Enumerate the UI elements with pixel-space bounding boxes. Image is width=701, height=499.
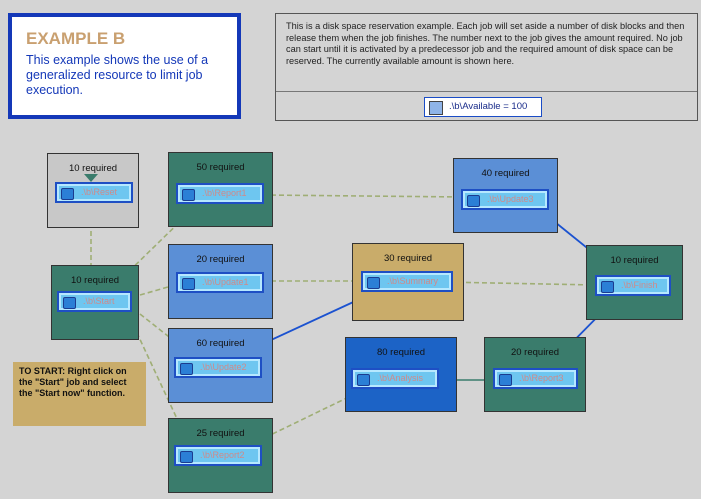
link-summary-finish [441,281,597,286]
job-label: .\b\Update3 [487,194,534,204]
job-summary[interactable]: .\b\Summary [361,271,453,292]
example-description: This example shows the use of a generali… [26,53,209,97]
job-label: .\b\Report3 [519,373,564,383]
job-analysis[interactable]: .\b\Analysis [351,368,439,389]
job-group-report2: 25 required .\b\Report2 [168,418,273,493]
job-report3[interactable]: .\b\Report3 [493,368,578,389]
required-label: 20 required [510,347,560,358]
available-resource[interactable]: .\b\Available = 100 [424,97,542,117]
info-panel: This is a disk space reservation example… [275,13,698,121]
job-group-reset: 10 required .\b\Reset [47,153,139,228]
job-label: .\b\Update1 [202,277,249,287]
required-label: 30 required [383,253,433,264]
job-label: .\b\Start [83,296,115,306]
job-icon [63,297,76,309]
link-report1-update3 [262,194,465,198]
job-update3[interactable]: .\b\Update3 [461,189,549,210]
start-instructions-note: TO START: Right click on the "Start" job… [13,362,146,426]
job-label: .\b\Update2 [200,362,247,372]
link-start-report2 [129,317,187,439]
job-label: .\b\Analysis [377,373,424,383]
job-label: .\b\Report2 [200,450,245,460]
job-label: .\b\Finish [621,280,658,290]
job-label: .\b\Reset [81,187,118,197]
job-icon [180,363,193,375]
resource-icon [429,101,443,115]
job-reset[interactable]: .\b\Reset [55,182,133,203]
job-group-report3: 20 required .\b\Report3 [484,337,586,412]
available-label: .\b\Available = 100 [449,101,528,112]
job-group-update1: 20 required .\b\Update1 [168,244,273,319]
example-title: EXAMPLE B [26,29,126,48]
info-divider [276,91,697,92]
job-report1[interactable]: .\b\Report1 [176,183,264,204]
job-group-update3: 40 required .\b\Update3 [453,158,558,233]
required-label: 10 required [68,163,118,174]
required-label: 40 required [481,168,530,179]
job-icon [182,189,195,201]
required-label: 60 required [196,338,245,349]
job-icon [367,277,380,289]
job-report2[interactable]: .\b\Report2 [174,445,262,466]
job-icon [467,195,480,207]
link-start-update2 [139,313,193,356]
job-group-start: 10 required .\b\Start [51,265,139,340]
job-update2[interactable]: .\b\Update2 [174,357,262,378]
job-group-summary: 30 required .\b\Summary [352,243,464,321]
job-group-finish: 10 required .\b\Finish [586,245,683,320]
triangle-marker-icon [84,174,98,182]
job-icon [182,278,195,290]
job-update1[interactable]: .\b\Update1 [176,272,264,293]
job-icon [357,374,370,386]
required-label: 80 required [376,347,426,358]
job-icon [601,281,614,293]
required-label: 10 required [70,275,120,286]
job-icon [499,374,512,386]
job-label: .\b\Summary [387,276,439,286]
job-icon [61,188,74,200]
job-group-analysis: 80 required .\b\Analysis [345,337,457,412]
job-group-update2: 60 required .\b\Update2 [168,328,273,403]
link-report2-analysis [257,392,358,442]
job-group-report1: 50 required .\b\Report1 [168,152,273,227]
job-start[interactable]: .\b\Start [57,291,132,312]
required-label: 20 required [196,254,245,265]
example-panel: EXAMPLE B This example shows the use of … [8,13,241,119]
job-finish[interactable]: .\b\Finish [595,275,671,296]
required-label: 10 required [610,255,659,266]
job-label: .\b\Report1 [202,188,247,198]
job-icon [180,451,193,463]
required-label: 25 required [196,428,245,439]
info-description: This is a disk space reservation example… [286,21,685,66]
required-label: 50 required [196,162,245,173]
